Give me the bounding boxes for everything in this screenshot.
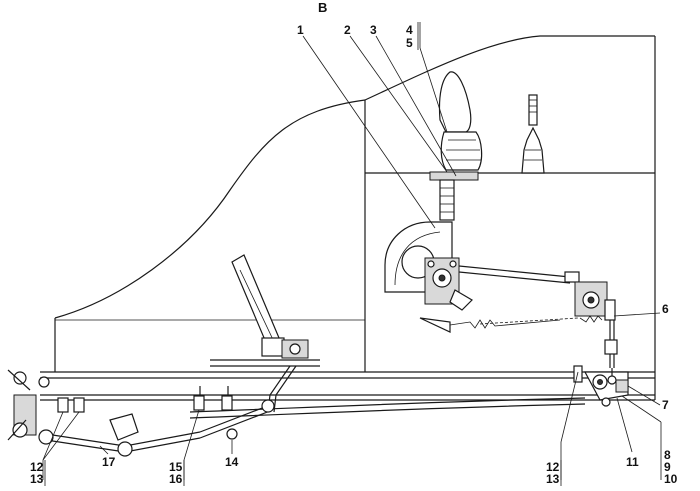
callout-6: 6 — [662, 302, 669, 316]
callout-2: 2 — [344, 23, 351, 37]
callout-13-left: 13 — [30, 472, 44, 486]
callout-13-right: 13 — [546, 472, 560, 486]
callout-1: 1 — [297, 23, 304, 37]
callout-17: 17 — [102, 455, 116, 469]
callout-labels: 1 2 3 4 5 6 7 8 9 10 11 12 13 12 13 14 1… — [30, 23, 678, 486]
callout-9: 9 — [664, 460, 671, 474]
lower-linkage — [38, 399, 275, 457]
callout-7: 7 — [662, 398, 669, 412]
left-mechanism — [7, 369, 50, 441]
label-dividers — [44, 22, 562, 486]
cab-outline — [54, 35, 656, 400]
callout-4: 4 — [406, 23, 413, 37]
secondary-joystick — [521, 94, 545, 174]
callout-16: 16 — [169, 472, 183, 486]
callout-12-left: 12 — [30, 460, 44, 474]
callout-12-right: 12 — [546, 460, 560, 474]
floor-brackets — [57, 365, 583, 440]
callout-11: 11 — [626, 455, 639, 469]
callout-10: 10 — [664, 472, 678, 486]
lower-right-bellcrank — [583, 368, 629, 407]
leader-lines — [42, 22, 662, 480]
callout-8: 8 — [664, 448, 671, 462]
callout-5: 5 — [406, 36, 413, 50]
callout-3: 3 — [370, 23, 377, 37]
callout-15: 15 — [169, 460, 183, 474]
right-bellcrank — [574, 281, 618, 368]
accelerator-pedal — [210, 254, 320, 413]
upper-rod — [458, 265, 580, 284]
return-spring — [419, 315, 603, 333]
callout-14: 14 — [225, 455, 239, 469]
view-label: В — [318, 0, 327, 15]
main-joystick — [429, 71, 483, 221]
floor-frame — [40, 371, 655, 419]
pivot-bracket — [424, 257, 473, 311]
